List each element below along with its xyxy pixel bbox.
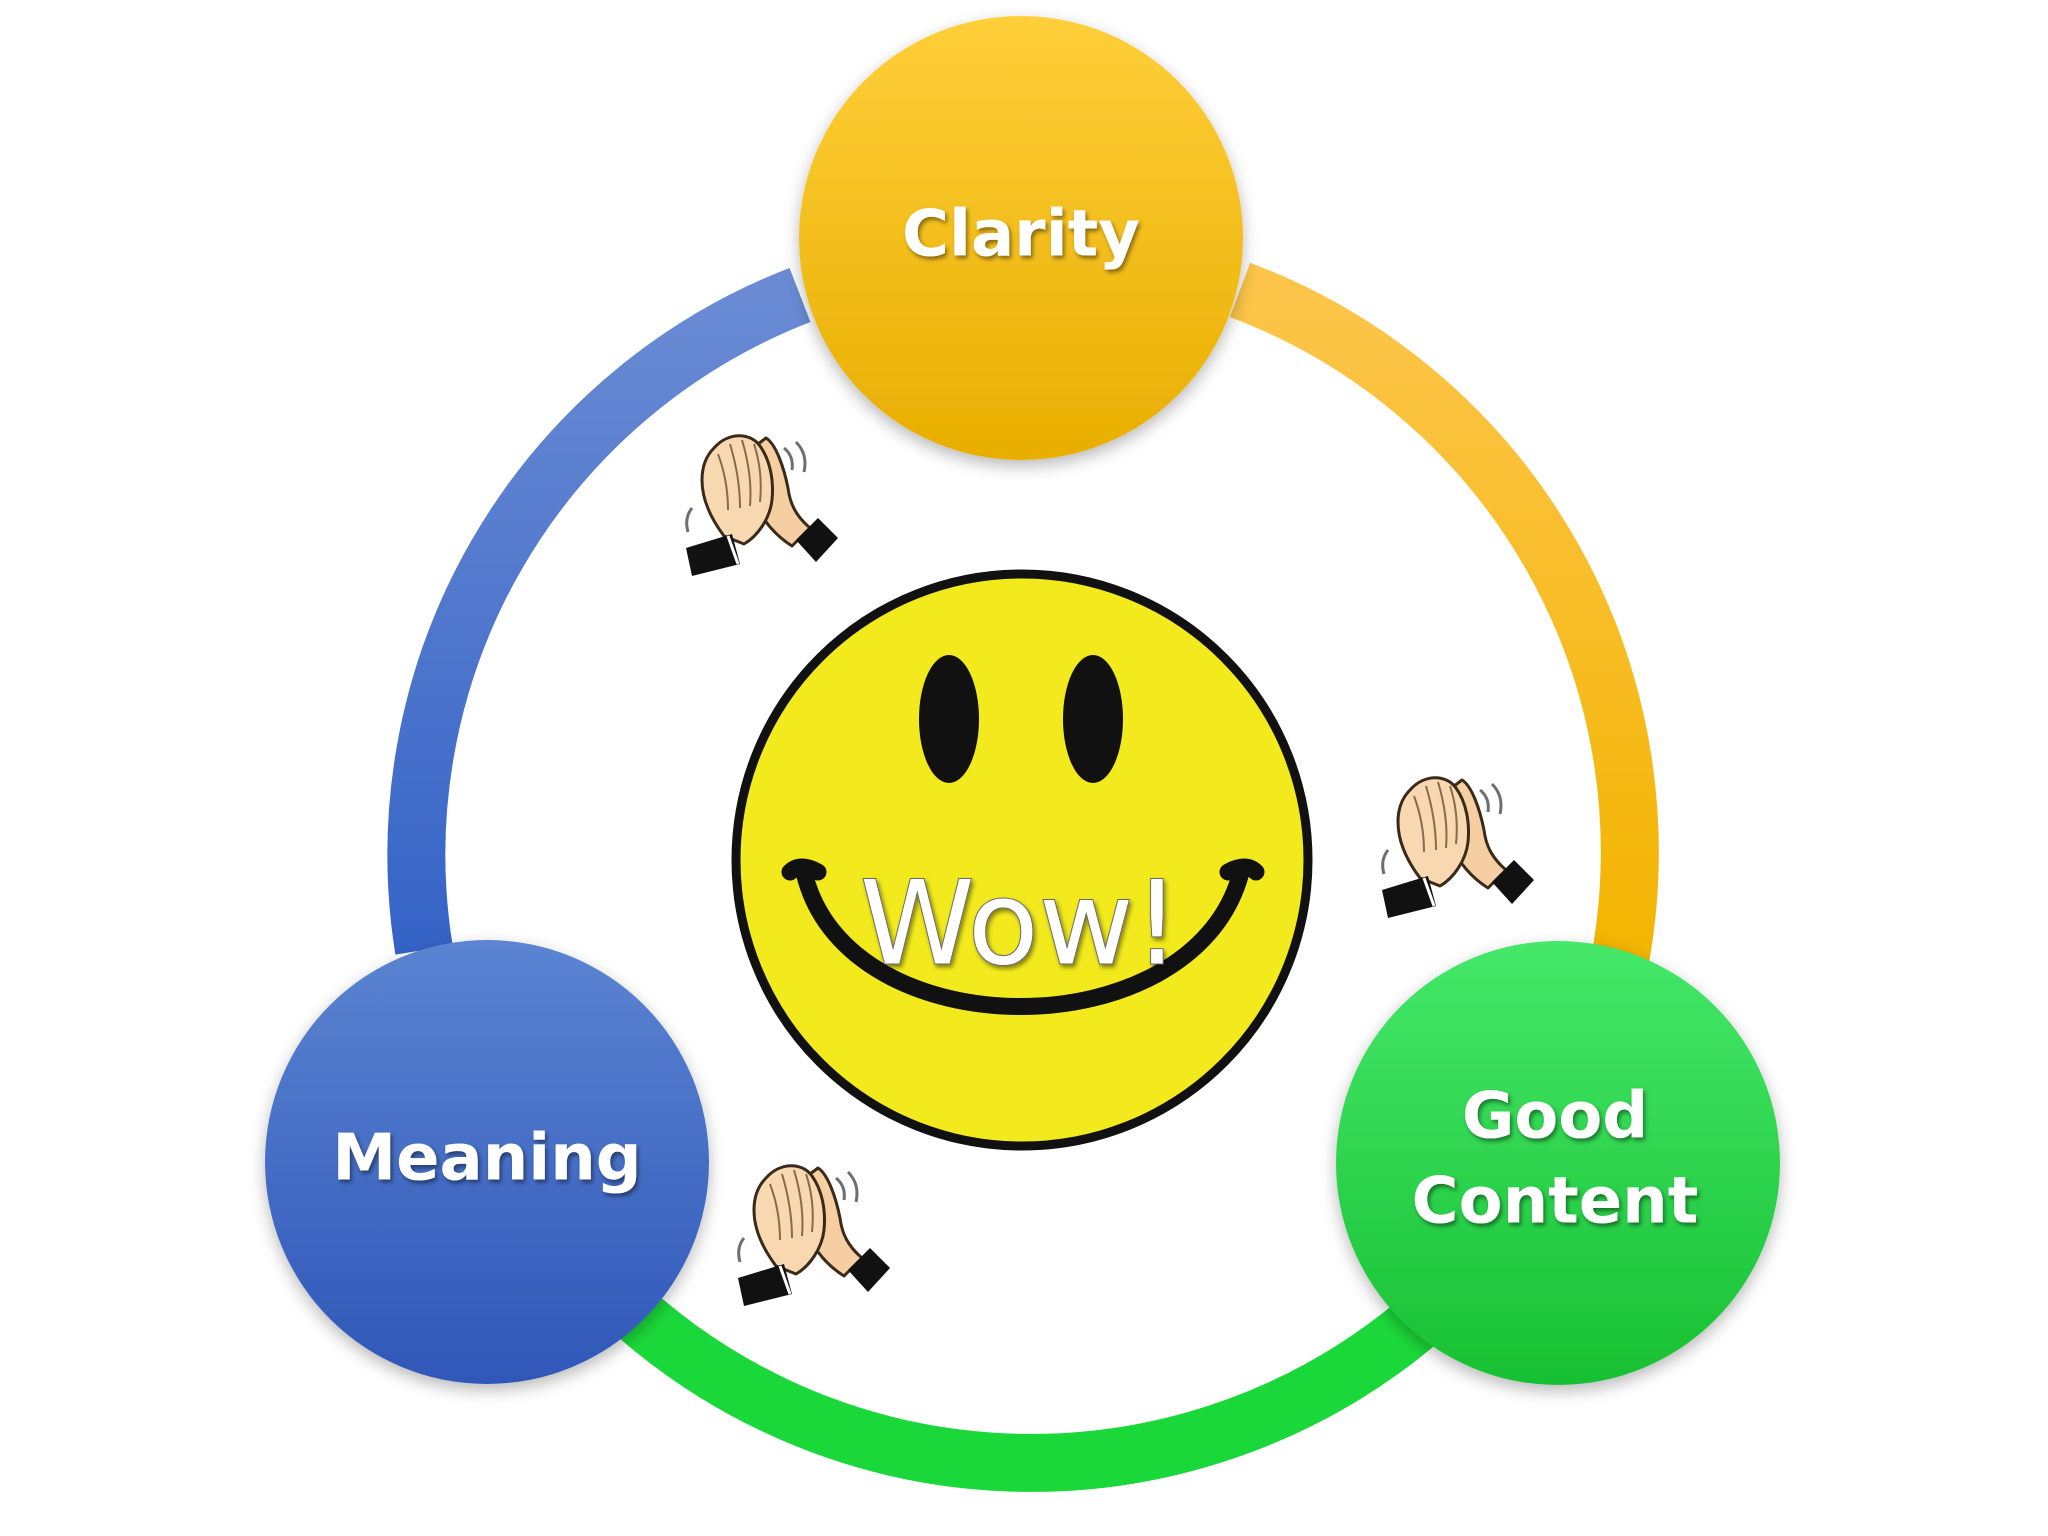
right-eye-icon xyxy=(1063,655,1123,783)
clapping-hands-icon xyxy=(736,1164,892,1308)
node-clarity-label: Clarity xyxy=(902,198,1140,272)
clapping-hands-icon xyxy=(1380,776,1536,920)
ring-arc-right xyxy=(1229,262,1659,966)
ring-arc-bottom xyxy=(579,1259,1439,1492)
node-meaning-label: Meaning xyxy=(332,1122,641,1196)
node-good-content-label-line2: Content xyxy=(1412,1165,1699,1239)
node-meaning: Meaning xyxy=(265,940,709,1384)
cycle-ring xyxy=(387,262,1659,1492)
smile-icon xyxy=(796,867,1249,1015)
center-label: Wow! xyxy=(860,857,1180,992)
ring-arc-left xyxy=(387,267,811,955)
clapping-hands-icon xyxy=(684,434,840,578)
node-good-content-label-line1: Good xyxy=(1462,1080,1648,1154)
node-clarity: Clarity xyxy=(799,16,1243,460)
smiley-face-icon xyxy=(731,569,1313,1151)
node-good-content: Good Content xyxy=(1336,941,1780,1385)
left-eye-icon xyxy=(919,655,979,783)
